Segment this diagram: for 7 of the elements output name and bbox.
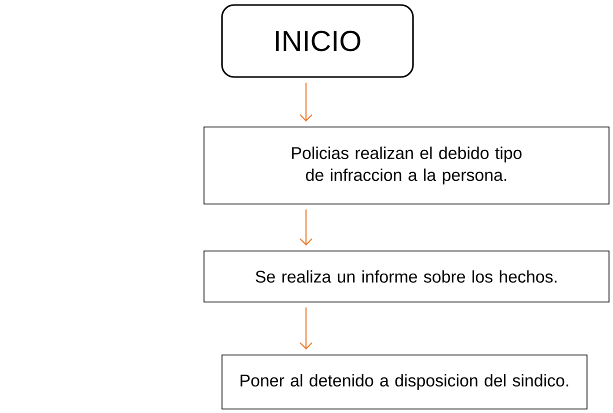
process-box: Policias realizan el debido tipo de infraccion a la persona. — [204, 126, 610, 204]
arrow — [300, 209, 312, 246]
process-box: Poner al detenido a disposicion del sindico. — [222, 354, 588, 410]
arrow — [300, 82, 312, 122]
process-box: Se realiza un informe sobre los hechos. — [204, 250, 610, 302]
arrow — [300, 307, 312, 350]
start-box: INICIO — [221, 4, 414, 78]
